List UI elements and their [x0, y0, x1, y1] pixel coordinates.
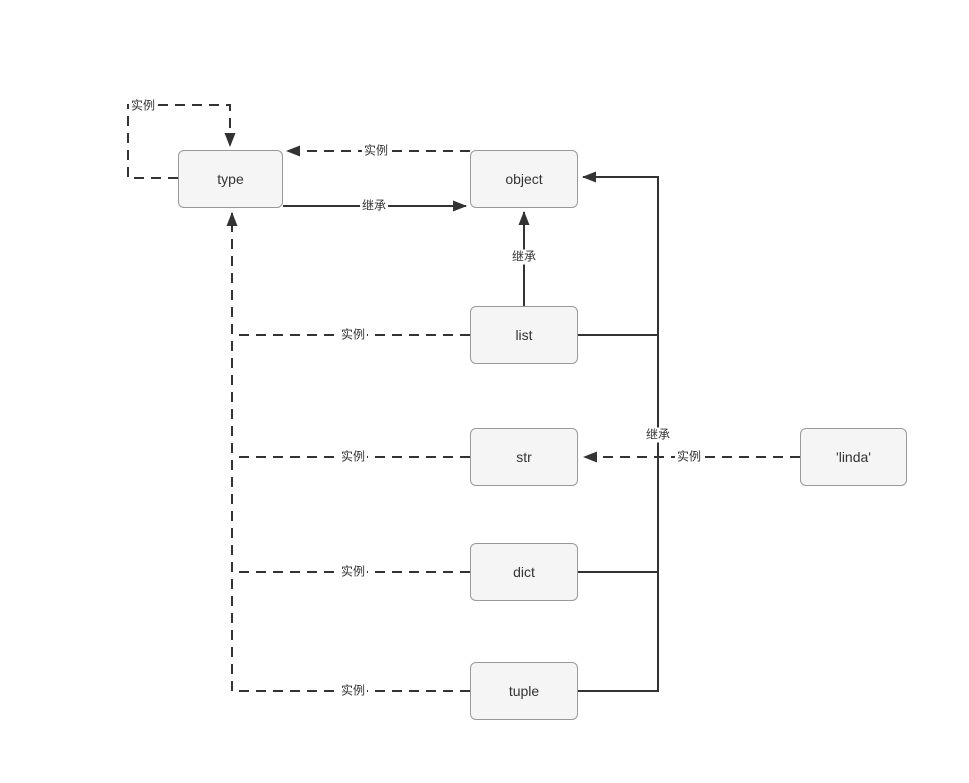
- edge-label-list-to-object-inherit: 继承: [509, 249, 539, 265]
- edge-label-tuple-to-type-instance: 实例: [338, 683, 368, 699]
- edge-label-type-to-object-inherit: 继承: [359, 198, 389, 214]
- edge-type-self-loop-instance: [127, 104, 236, 179]
- node-list: list: [470, 306, 578, 364]
- edge-label-dict-to-type-instance: 实例: [338, 564, 368, 580]
- node-type: type: [178, 150, 283, 208]
- edge-label-type-self-instance: 实例: [128, 98, 158, 114]
- node-linda: 'linda': [800, 428, 907, 486]
- edge-label-list-to-type-instance: 实例: [338, 327, 368, 343]
- edge-label-object-to-type-instance: 实例: [361, 143, 391, 159]
- edge-label-str-to-type-instance: 实例: [338, 449, 368, 465]
- node-object: object: [470, 150, 578, 208]
- edge-label-linda-to-str-instance: 实例: [674, 449, 704, 465]
- node-str: str: [470, 428, 578, 486]
- node-tuple: tuple: [470, 662, 578, 720]
- edge-label-rail-to-object-inherit: 继承: [643, 427, 673, 443]
- node-dict: dict: [470, 543, 578, 601]
